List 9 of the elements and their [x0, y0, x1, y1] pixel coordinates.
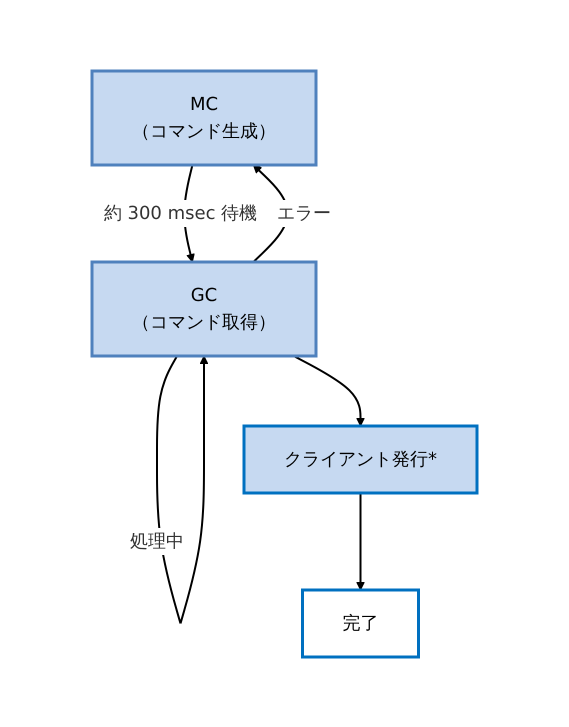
arrow [356, 492, 365, 590]
edge-label: 処理中 [130, 530, 184, 552]
arrow [293, 354, 365, 426]
edge-label: エラー [277, 202, 332, 224]
edge-label: 約 300 msec 待機 [104, 202, 258, 224]
node-box: クライアント発行* [242, 424, 478, 494]
node-box: MC （コマンド生成） [90, 69, 318, 166]
node-box: GC （コマンド取得） [90, 260, 318, 357]
node-box: 完了 [301, 588, 420, 658]
